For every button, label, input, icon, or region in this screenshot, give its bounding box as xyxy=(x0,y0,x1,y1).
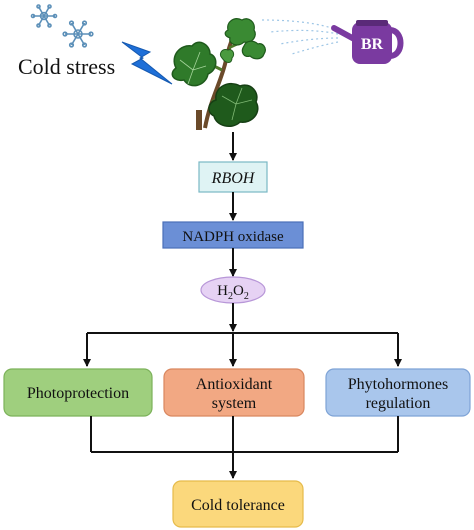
cold-tolerance-box xyxy=(172,480,304,528)
photoprotection-label: Photoprotection xyxy=(27,385,129,402)
nadph-oxidase-label: NADPH oxidase xyxy=(182,229,284,245)
lightning-icon xyxy=(121,41,173,85)
photoprotection-box xyxy=(3,368,153,417)
water-spray xyxy=(261,19,339,55)
antioxidant-label-line1: Antioxidant xyxy=(196,376,273,393)
snowflake-icon xyxy=(30,4,58,28)
rboh-box xyxy=(198,161,268,193)
plant-icon xyxy=(171,18,266,130)
nadph-oxidase-box xyxy=(162,221,304,249)
watering-can-icon xyxy=(331,20,404,64)
rboh-label: RBOH xyxy=(211,170,256,187)
snowflake-icon xyxy=(62,20,94,48)
br-label: BR xyxy=(361,36,384,53)
antioxidant-label-line2: system xyxy=(212,395,257,412)
cold-tolerance-label: Cold tolerance xyxy=(191,497,285,514)
h2o2-label: H2O2 xyxy=(217,283,249,302)
phytohormones-label-line1: Phytohormones xyxy=(348,376,448,393)
phytohormones-label-line2: regulation xyxy=(366,395,431,412)
cold-stress-label: Cold stress xyxy=(18,54,115,79)
